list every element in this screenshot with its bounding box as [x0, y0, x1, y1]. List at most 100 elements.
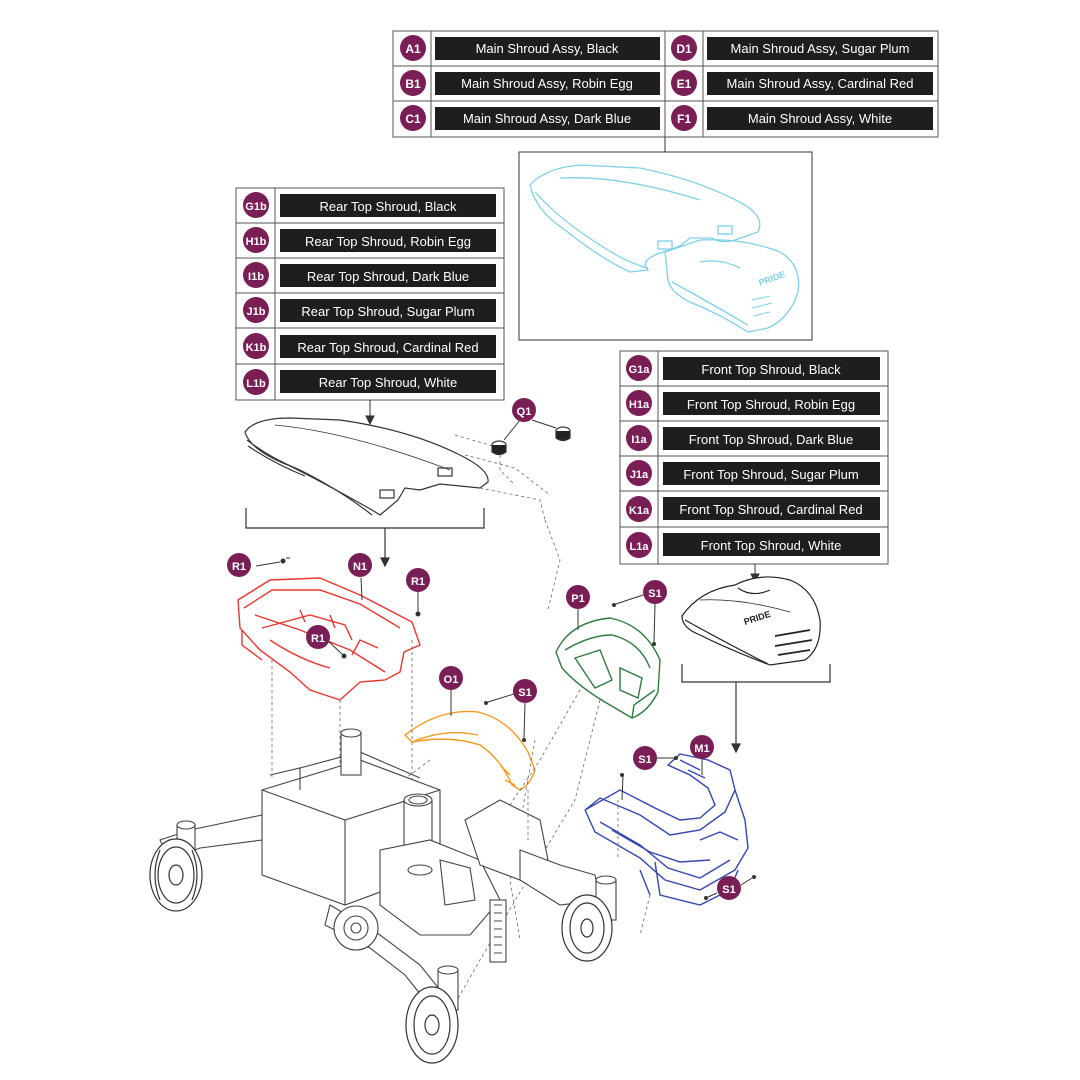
rear-top-shroud-illustration [244, 417, 489, 516]
front-fender-green [555, 617, 661, 719]
part-code: I1a [631, 434, 647, 446]
table-row: G1b Rear Top Shroud, Black [243, 192, 496, 218]
part-code: K1b [246, 342, 267, 354]
callout-m1: M1 [690, 735, 714, 759]
callout-s1: S1 [633, 746, 657, 770]
part-label: Front Top Shroud, Black [701, 362, 841, 377]
part-code: L1b [246, 378, 266, 390]
part-code: L1a [630, 541, 650, 553]
part-code: B1 [405, 77, 421, 91]
callout-s1: S1 [513, 679, 537, 703]
screw [415, 592, 421, 617]
main-shroud-illustration [529, 164, 800, 333]
front-top-shroud-illustration [681, 576, 821, 666]
q1-knob-right [555, 426, 571, 442]
part-badge [671, 70, 697, 96]
part-badge [671, 35, 697, 61]
part-label: Front Top Shroud, Robin Egg [687, 397, 855, 412]
svg-text:S1: S1 [648, 588, 661, 600]
part-code: G1b [245, 201, 267, 213]
table-row: L1a Front Top Shroud, White [626, 532, 880, 558]
table-row: L1b Rear Top Shroud, White [243, 369, 496, 395]
main-shroud-panel: PRIDE [518, 151, 813, 341]
part-code: I1b [248, 271, 264, 283]
table-row: H1a Front Top Shroud, Robin Egg [626, 390, 880, 416]
leader-arrow [365, 400, 375, 426]
svg-text:S1: S1 [518, 687, 531, 699]
table-row: G1a Front Top Shroud, Black [626, 355, 880, 381]
callout-q1: Q1 [512, 398, 536, 422]
part-label: Main Shroud Assy, Black [476, 41, 619, 56]
table-row: C1 Main Shroud Assy, Dark Blue F1 Main S… [400, 105, 933, 131]
part-badge [400, 70, 426, 96]
part-code: F1 [677, 112, 691, 126]
part-label: Main Shroud Assy, Sugar Plum [731, 41, 910, 56]
table-row: I1a Front Top Shroud, Dark Blue [626, 425, 880, 451]
part-code: C1 [405, 112, 421, 126]
callout-n1: N1 [348, 553, 372, 577]
svg-text:Q1: Q1 [517, 406, 532, 418]
table-row: B1 Main Shroud Assy, Robin Egg E1 Main S… [400, 70, 933, 96]
part-label: Rear Top Shroud, Dark Blue [307, 269, 469, 284]
bracket [681, 664, 831, 754]
callout-p1: P1 [566, 585, 590, 609]
part-code: H1a [629, 399, 650, 411]
part-label: Main Shroud Assy, White [748, 111, 892, 126]
part-label: Main Shroud Assy, Cardinal Red [727, 76, 914, 91]
svg-text:N1: N1 [353, 561, 367, 573]
part-code: J1b [247, 306, 266, 318]
chassis-frame [159, 728, 617, 1011]
part-code: E1 [677, 77, 692, 91]
part-code: J1a [630, 469, 649, 481]
part-label: Main Shroud Assy, Dark Blue [463, 111, 631, 126]
part-label: Rear Top Shroud, Cardinal Red [297, 340, 478, 355]
part-label: Front Top Shroud, Dark Blue [689, 432, 854, 447]
part-label: Rear Top Shroud, Sugar Plum [301, 304, 474, 319]
leader-lines [527, 790, 651, 936]
svg-text:S1: S1 [638, 754, 651, 766]
part-label: Rear Top Shroud, Robin Egg [305, 234, 471, 249]
wheel-rear-left [149, 838, 203, 912]
rear-fender-orange [403, 710, 536, 791]
main-shroud-table: A1 Main Shroud Assy, Black D1 Main Shrou… [392, 30, 939, 138]
part-label: Front Top Shroud, Sugar Plum [683, 467, 858, 482]
callout-o1: O1 [439, 666, 463, 690]
part-badge [671, 105, 697, 131]
callout-r1: R1 [306, 625, 330, 649]
dashed-guides [454, 434, 551, 521]
part-code: A1 [405, 42, 421, 56]
part-label: Front Top Shroud, White [701, 538, 842, 553]
rear-tray-illustration [237, 577, 421, 701]
table-row: J1a Front Top Shroud, Sugar Plum [626, 460, 880, 486]
table-row: I1b Rear Top Shroud, Dark Blue [243, 262, 496, 288]
front-top-shroud-table: G1a Front Top Shroud, Black H1a Front To… [619, 350, 889, 565]
bracket [245, 508, 485, 568]
part-badge [400, 35, 426, 61]
wheel-rear-lower [405, 986, 459, 1064]
part-label: Rear Top Shroud, Black [319, 199, 457, 214]
table-row: K1a Front Top Shroud, Cardinal Red [626, 496, 880, 522]
part-code: D1 [676, 42, 692, 56]
table-row: K1b Rear Top Shroud, Cardinal Red [243, 333, 496, 359]
part-label: Main Shroud Assy, Robin Egg [461, 76, 633, 91]
svg-text:S1: S1 [722, 884, 735, 896]
table-row: J1b Rear Top Shroud, Sugar Plum [243, 297, 496, 323]
table-row: A1 Main Shroud Assy, Black D1 Main Shrou… [400, 35, 933, 61]
table-row: H1b Rear Top Shroud, Robin Egg [243, 227, 496, 253]
svg-text:R1: R1 [311, 633, 325, 645]
part-label: Front Top Shroud, Cardinal Red [679, 502, 862, 517]
svg-text:R1: R1 [232, 561, 246, 573]
wheel-front-right [561, 894, 613, 962]
part-code: K1a [629, 505, 650, 517]
svg-text:P1: P1 [571, 593, 584, 605]
part-code: H1b [246, 236, 267, 248]
q1-knob-left [491, 440, 507, 456]
rear-top-shroud-table: G1b Rear Top Shroud, Black H1b Rear Top … [235, 187, 505, 401]
screw [326, 639, 347, 659]
part-label: Rear Top Shroud, White [319, 375, 458, 390]
part-badge [400, 105, 426, 131]
callout-s1: S1 [643, 580, 667, 604]
svg-text:M1: M1 [694, 743, 709, 755]
screw [255, 557, 290, 567]
